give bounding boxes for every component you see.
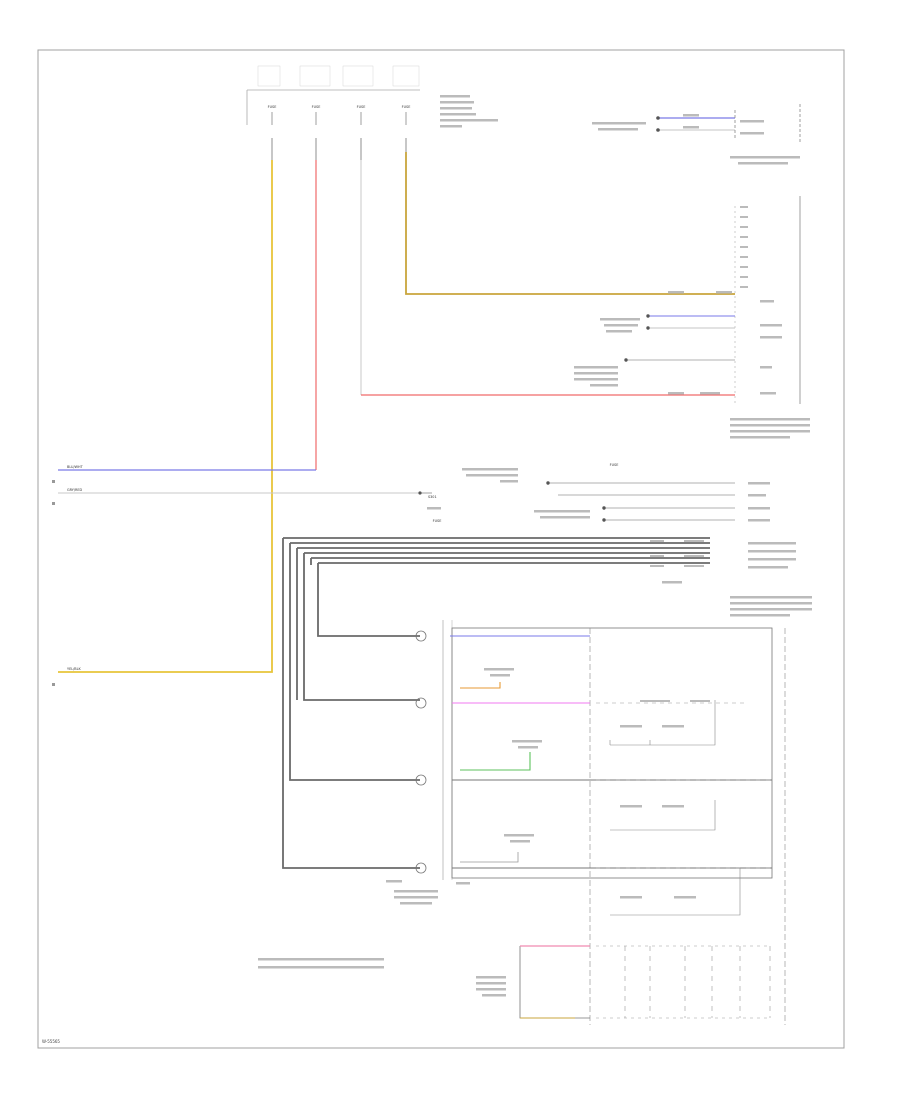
left-feed-1-label: BLU/WHT [67, 465, 84, 469]
splice-marker: S301 [418, 491, 437, 499]
fuse-3: FUSE [342, 65, 374, 109]
fuse-4-label: FUSE [402, 105, 411, 109]
figure-id: W-55565 [42, 1039, 60, 1044]
fuse-1: FUSE [257, 65, 281, 109]
right-module [574, 196, 810, 439]
top-right-panel [592, 104, 801, 165]
fuse-block-bottom-label: FUSE [433, 519, 442, 523]
steering-switch-panel [386, 627, 786, 1025]
middle-cluster: FUSE FUSE [420, 463, 770, 523]
fuse-2-label: FUSE [312, 105, 321, 109]
splice-label: S301 [428, 495, 437, 499]
clock-spring [415, 620, 453, 880]
legend-notes [258, 958, 384, 969]
fuse-3-label: FUSE [357, 105, 366, 109]
fuse-4: FUSE [392, 65, 420, 109]
fuse-2: FUSE [299, 65, 331, 109]
black-harness [282, 537, 710, 869]
fuse-block-top-label: FUSE [610, 463, 619, 467]
wire-olive-fuse4 [405, 152, 735, 295]
wire-yellow-fuse1 [58, 160, 273, 673]
harness-labels [650, 540, 812, 617]
left-feed-3-label: YEL/BLK [67, 667, 81, 671]
top-fuse-bank: FUSE FUSE FUSE FUSE [246, 65, 498, 160]
fuse-note [440, 95, 498, 128]
left-feed-labels: BLU/WHT GRY/RED YEL/BLK [52, 465, 84, 686]
resistor-ladder [476, 945, 771, 1019]
left-feed-2-label: GRY/RED [67, 488, 82, 492]
fuse-1-label: FUSE [268, 105, 277, 109]
diagram-frame [37, 49, 845, 1049]
